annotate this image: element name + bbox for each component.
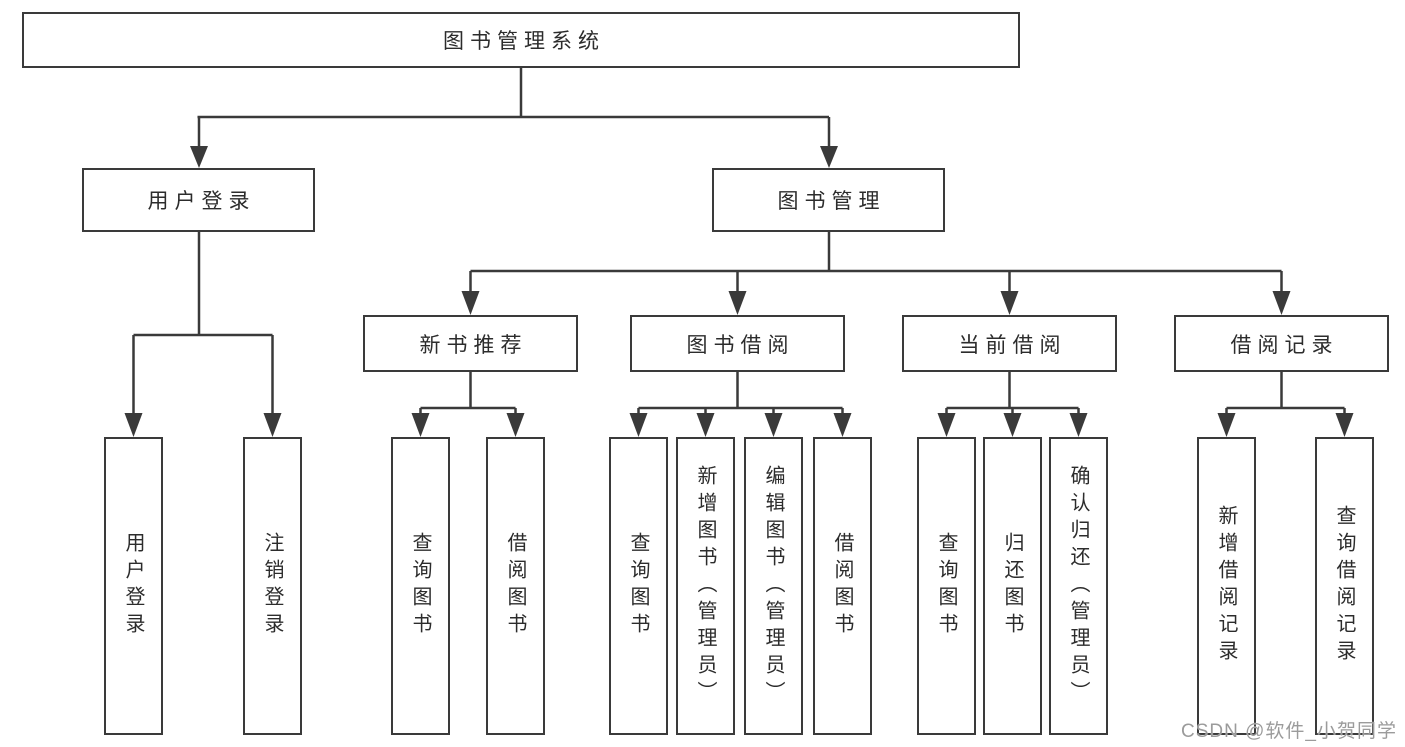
node-library-management-system: 图书管理系统 [22, 12, 1020, 68]
node-label: 新书推荐 [419, 333, 528, 357]
node-label: 当前借阅 [958, 333, 1067, 357]
node-book-management: 图书管理 [712, 168, 945, 232]
node-leaf-query-books-recommend: 查询图书 [391, 437, 450, 735]
node-label: 新增借阅记录 [1215, 505, 1237, 667]
node-label: 查询借阅记录 [1333, 505, 1355, 667]
node-book-borrowing: 图书借阅 [630, 315, 845, 372]
node-label: 借阅图书 [504, 532, 526, 640]
node-leaf-return-books: 归还图书 [983, 437, 1042, 735]
node-leaf-add-books-admin: 新增图书（管理员） [676, 437, 735, 735]
node-current-borrowing: 当前借阅 [902, 315, 1117, 372]
node-label: 借阅记录 [1230, 333, 1339, 357]
node-borrowing-records: 借阅记录 [1174, 315, 1389, 372]
node-label: 查询图书 [935, 532, 957, 640]
node-leaf-logout: 注销登录 [243, 437, 302, 735]
node-label: 查询图书 [627, 532, 649, 640]
node-user-login: 用户登录 [82, 168, 315, 232]
node-label: 确认归还（管理员） [1067, 464, 1089, 708]
node-label: 图书管理系统 [443, 30, 605, 53]
node-new-book-recommendation: 新书推荐 [363, 315, 578, 372]
node-leaf-edit-books-admin: 编辑图书（管理员） [744, 437, 803, 735]
node-label: 图书借阅 [686, 333, 795, 357]
arrowheads [124, 146, 1354, 437]
node-label: 归还图书 [1001, 532, 1023, 640]
node-label: 图书管理 [777, 190, 886, 213]
node-leaf-query-books-borrowing: 查询图书 [609, 437, 668, 735]
node-leaf-borrow-books-borrowing: 借阅图书 [813, 437, 872, 735]
csdn-watermark: CSDN @软件_小贺同学 [1181, 721, 1397, 742]
node-leaf-add-borrow-record: 新增借阅记录 [1197, 437, 1256, 735]
node-leaf-user-login: 用户登录 [104, 437, 163, 735]
node-label: 新增图书（管理员） [694, 464, 716, 708]
node-label: 编辑图书（管理员） [762, 464, 784, 708]
node-label: 查询图书 [409, 532, 431, 640]
node-label: 借阅图书 [831, 532, 853, 640]
node-leaf-query-books-current: 查询图书 [917, 437, 976, 735]
node-label: 用户登录 [122, 532, 144, 640]
node-label: 用户登录 [147, 190, 256, 213]
node-label: 注销登录 [261, 532, 283, 640]
node-leaf-borrow-books-recommend: 借阅图书 [486, 437, 545, 735]
node-leaf-confirm-return-admin: 确认归还（管理员） [1049, 437, 1108, 735]
node-leaf-query-borrow-record: 查询借阅记录 [1315, 437, 1374, 735]
